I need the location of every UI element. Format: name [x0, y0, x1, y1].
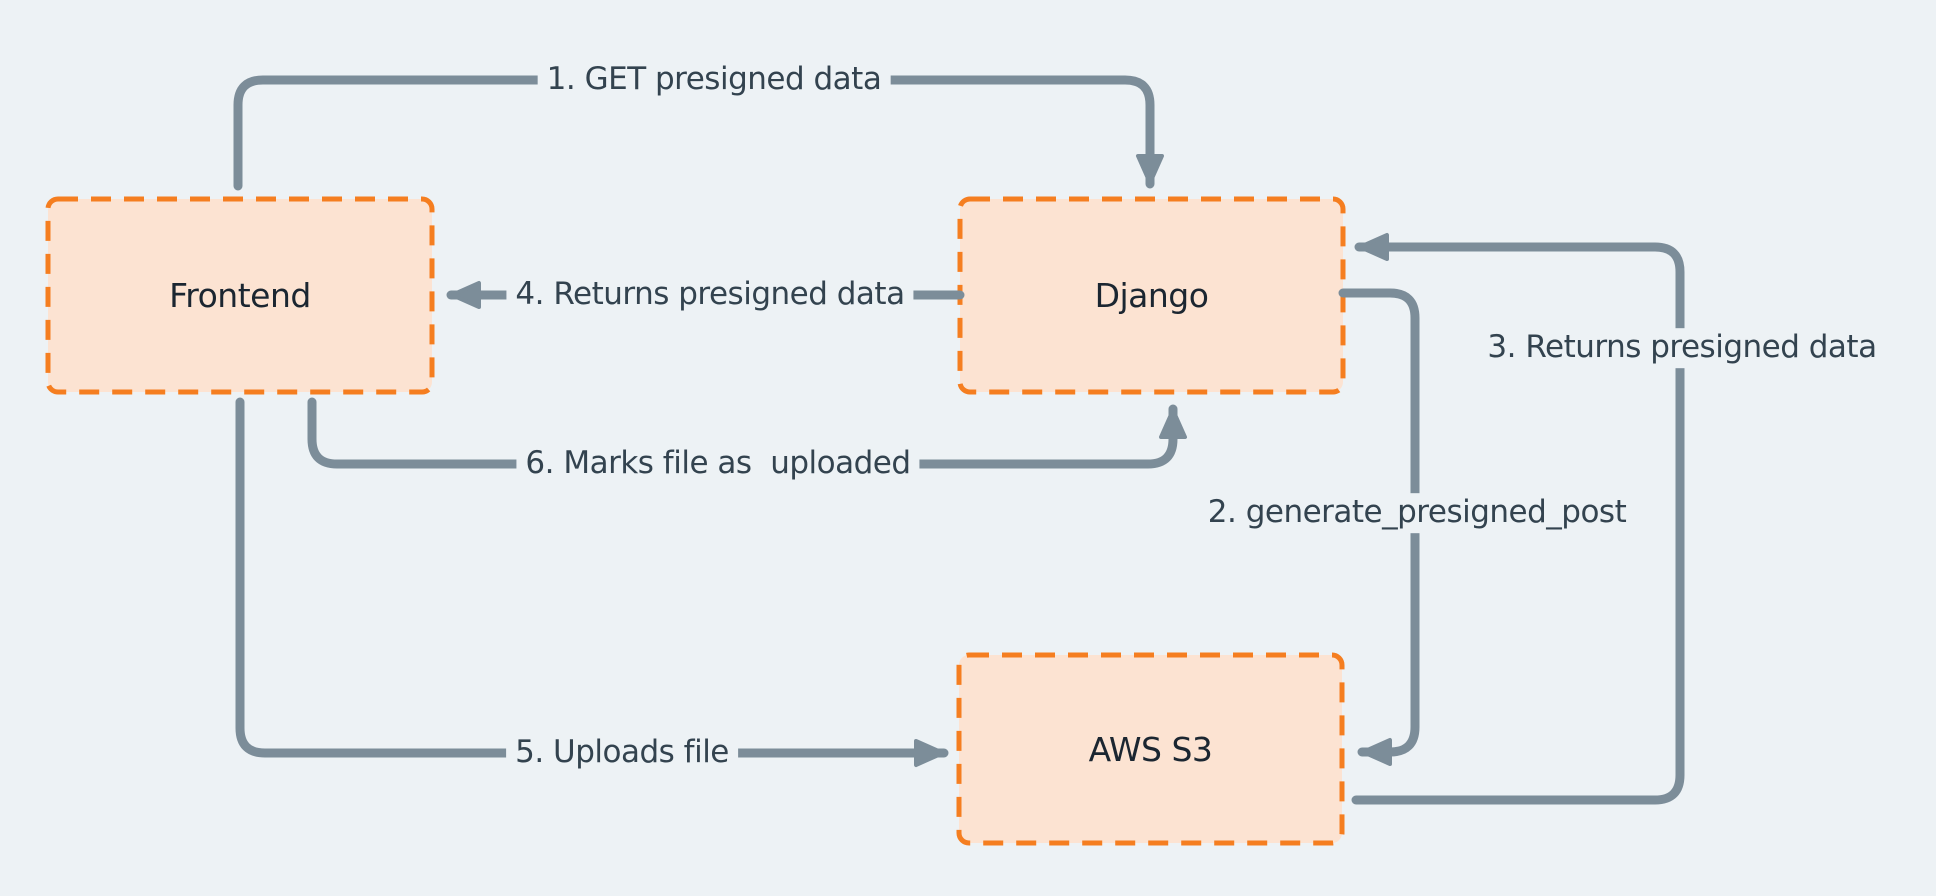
node-frontend: Frontend: [48, 199, 432, 392]
node-django: Django: [960, 199, 1343, 392]
edge-5-uploads-file-arrow: [235, 397, 949, 767]
edge-3-returns-presigned-arrow: [1351, 233, 1685, 805]
edge-1-label: 1. GET presigned data: [537, 60, 891, 100]
edge-3-label: 3. Returns presigned data: [1478, 328, 1886, 368]
node-rect-aws-s3: [956, 652, 1345, 846]
node-frontend-label: Frontend: [169, 276, 311, 315]
edge-6-label: 6. Marks file as uploaded: [516, 444, 920, 484]
node-rect-frontend: [45, 196, 435, 395]
edge-5-label: 5. Uploads file: [506, 733, 738, 773]
node-aws-s3-label: AWS S3: [1088, 729, 1213, 769]
node-rects: [45, 196, 1346, 846]
node-aws-s3: AWS S3: [959, 655, 1342, 843]
edge-2-label: 2. generate_presigned_post: [1198, 493, 1636, 533]
edge-4-label: 4. Returns presigned data: [506, 275, 914, 315]
node-django-label: Django: [1094, 276, 1209, 315]
